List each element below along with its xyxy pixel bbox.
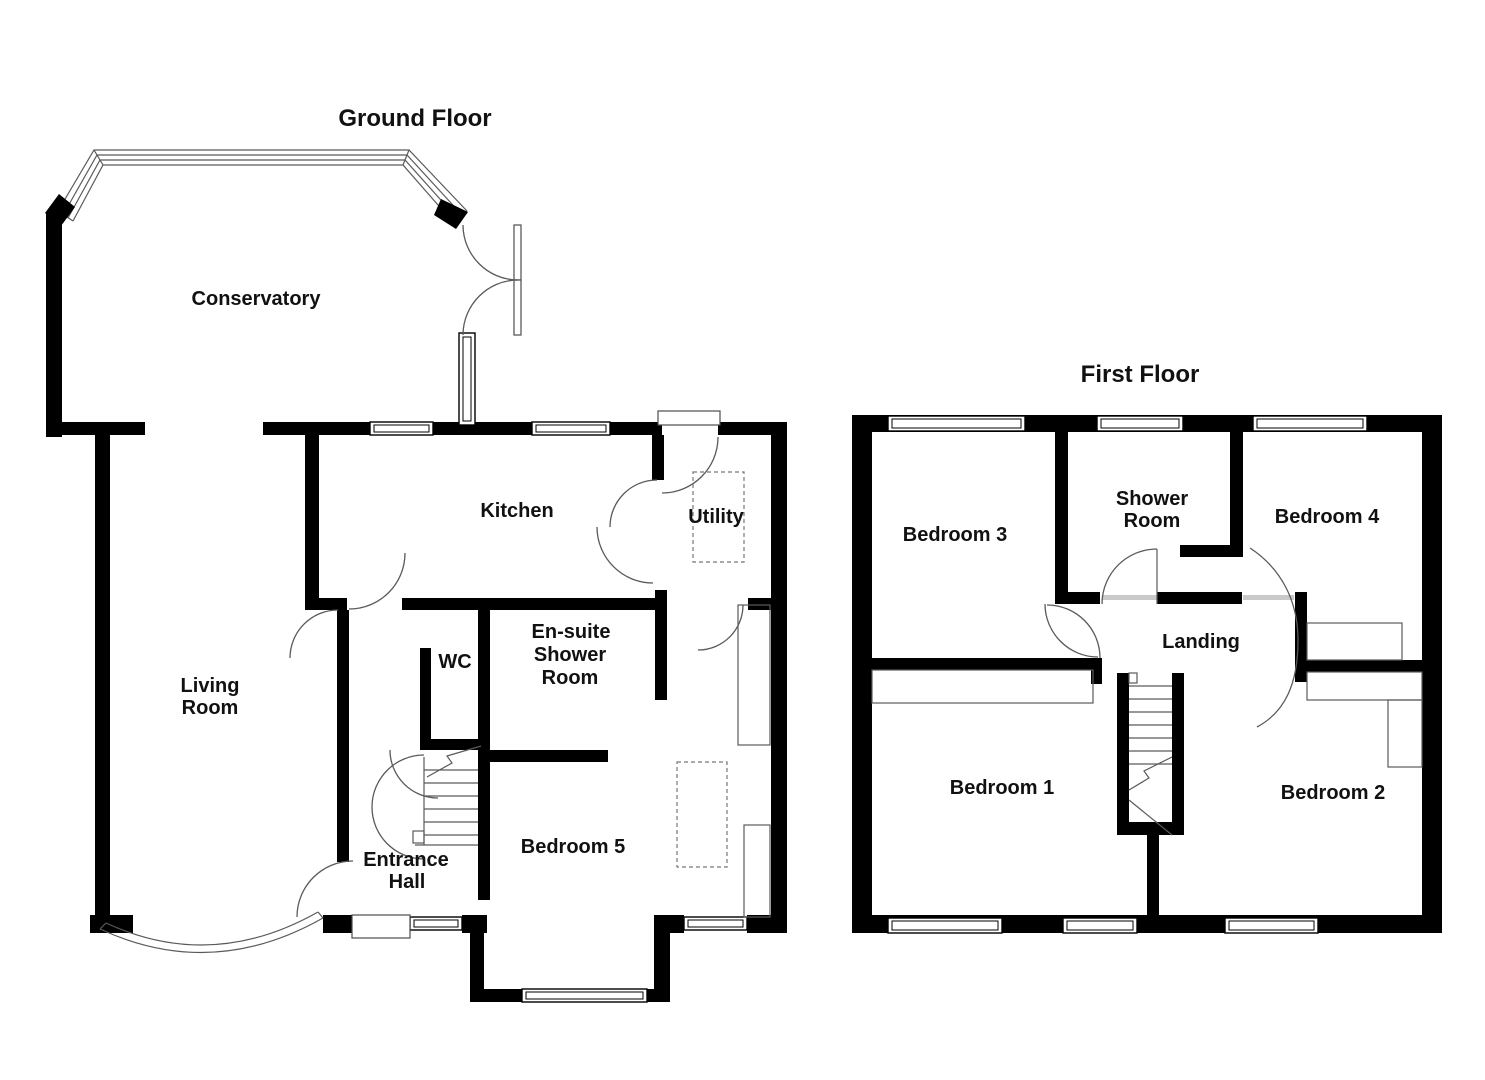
- bedroom2-window: [1224, 917, 1319, 934]
- conservatory-french-doors: [462, 224, 522, 336]
- room-label-wc: WC: [438, 651, 471, 673]
- bedroom5-window: [521, 988, 648, 1003]
- room-label-bedroom4: Bedroom 4: [1275, 506, 1380, 528]
- bedroom1-door: [1046, 604, 1101, 659]
- first-floor-title: First Floor: [1081, 361, 1200, 388]
- room-label-bedroom3: Bedroom 3: [903, 524, 1007, 546]
- ground-floor-doors: [289, 224, 744, 939]
- room-label-bedroom5: Bedroom 5: [521, 836, 625, 858]
- bedroom2-wardrobe: [1306, 671, 1423, 701]
- rear-right-window: [683, 916, 748, 931]
- room-label-ensuite-3: Room: [542, 667, 599, 689]
- kitchen-window-left: [369, 421, 434, 436]
- first-floor-doors: [1044, 547, 1299, 728]
- front-door: [296, 860, 411, 939]
- room-label-entrance-2: Hall: [389, 871, 426, 893]
- first-floor-stairs: [1128, 672, 1173, 836]
- conservatory-glazing-window: [57, 149, 468, 222]
- first-floor-fixtures: [871, 622, 1423, 768]
- room-label-bedroom1: Bedroom 1: [950, 777, 1054, 799]
- room-label-kitchen: Kitchen: [480, 500, 553, 522]
- wc-door: [389, 749, 439, 799]
- ground-floor-walls: [45, 194, 787, 1002]
- corridor-cupboard: [737, 604, 771, 746]
- bedroom5-cupboard: [743, 824, 771, 918]
- bedroom3-window: [887, 415, 1026, 432]
- room-label-landing: Landing: [1162, 631, 1240, 653]
- ground-floor-plan: Ground Floor Conservatory Kitchen Utilit…: [45, 105, 787, 1003]
- bedroom3-door: [1044, 603, 1099, 658]
- ground-floor-labels: Ground Floor Conservatory Kitchen Utilit…: [181, 105, 745, 893]
- first-floor-windows: [887, 415, 1368, 934]
- ground-floor-stairs: [412, 745, 482, 846]
- bedroom1-window-left: [887, 917, 1003, 934]
- first-floor-labels: First Floor Bedroom 3 Shower Room Bedroo…: [903, 361, 1385, 804]
- bedroom4-window: [1252, 415, 1368, 432]
- ground-floor-title: Ground Floor: [338, 105, 491, 132]
- room-label-entrance-1: Entrance: [363, 849, 449, 871]
- understairs-doors: [371, 754, 425, 860]
- bedroom4-bedroom2-door-swing: [1249, 547, 1299, 728]
- rear-corridor-door: [697, 604, 744, 651]
- shower-room-window: [1096, 415, 1184, 432]
- bedroom1-wardrobe: [871, 669, 1094, 704]
- hall-front-window: [409, 916, 463, 931]
- room-label-utility: Utility: [688, 506, 744, 528]
- ground-floor-windows: [99, 332, 748, 1003]
- kitchen-utility-door: [596, 479, 658, 584]
- shower-room-door: [1101, 548, 1158, 605]
- ground-floor-fixtures: [676, 471, 771, 918]
- bedroom2-cupboard: [1387, 699, 1423, 768]
- first-floor-thresholds: [1102, 595, 1294, 600]
- utility-external-door: [657, 410, 721, 494]
- room-label-shower-1: Shower: [1116, 488, 1188, 510]
- room-label-shower-2: Room: [1124, 510, 1181, 532]
- bedroom5-shower-unit: [676, 761, 728, 868]
- room-label-ensuite-2: Shower: [534, 644, 606, 666]
- room-label-ensuite-1: En-suite: [532, 621, 611, 643]
- room-label-bedroom2: Bedroom 2: [1281, 782, 1385, 804]
- room-label-living-1: Living: [181, 675, 240, 697]
- bedroom4-cupboard: [1306, 622, 1403, 661]
- living-room-door: [289, 609, 339, 659]
- first-floor-plan: First Floor Bedroom 3 Shower Room Bedroo…: [852, 361, 1442, 934]
- room-label-living-2: Room: [182, 697, 239, 719]
- kitchen-door: [348, 552, 406, 610]
- bedroom1-window-right: [1062, 917, 1138, 934]
- conservatory-side-window: [458, 332, 476, 426]
- room-label-conservatory: Conservatory: [192, 288, 322, 310]
- living-room-bow-window: [99, 911, 324, 954]
- kitchen-window-right: [531, 421, 611, 436]
